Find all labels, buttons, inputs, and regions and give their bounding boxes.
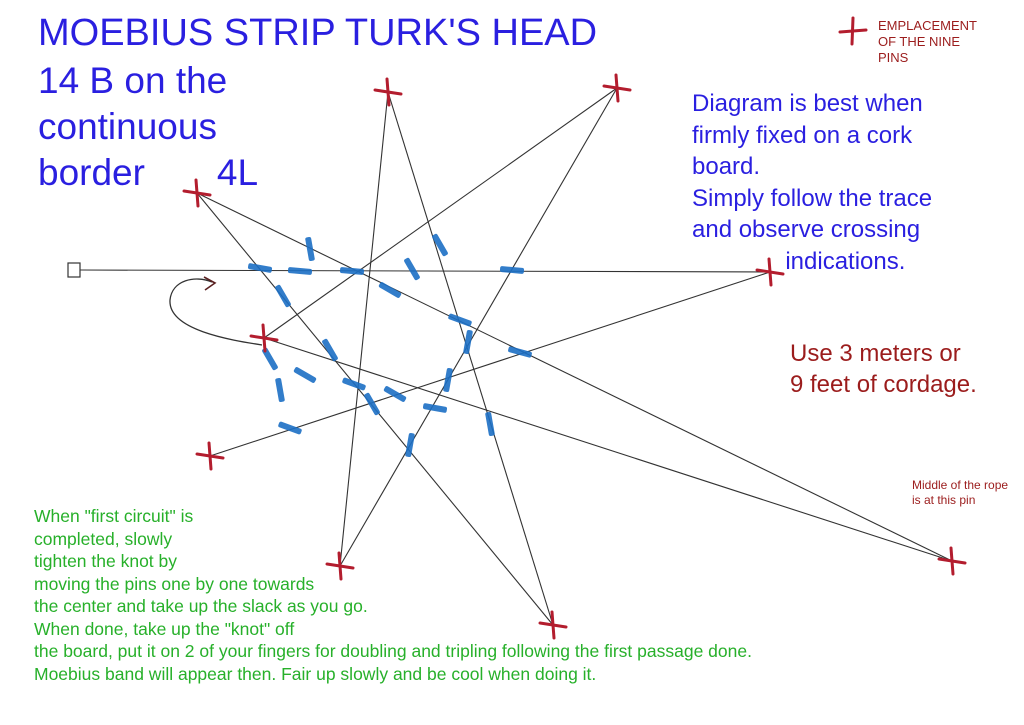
rope-trace xyxy=(79,87,953,626)
instructions-line: indications. xyxy=(692,247,906,275)
rope-segment xyxy=(339,87,618,567)
crossing-mark xyxy=(404,257,420,281)
crossing-mark xyxy=(485,411,495,437)
step-line: When "first circuit" is xyxy=(34,506,194,526)
crossing-mark xyxy=(432,233,448,257)
crossing-mark xyxy=(247,263,273,273)
middle-note-line: is at this pin xyxy=(912,493,976,507)
step-line: When done, take up the "knot" off xyxy=(34,618,295,639)
middle-of-rope-note: Middle of the rope is at this pin xyxy=(912,478,1008,508)
step-line: Moebius band will appear then. Fair up s… xyxy=(34,663,597,684)
step-line: the board, put it on 2 of your fingers f… xyxy=(34,641,752,661)
rope-segment xyxy=(263,87,618,339)
crossing-mark xyxy=(499,266,525,274)
crossing-mark xyxy=(448,313,472,327)
pin-cross-icon xyxy=(602,73,632,103)
crossing-marks xyxy=(247,233,532,458)
rope-segment xyxy=(209,271,771,457)
instructions-line: Simply follow the trace xyxy=(692,184,933,212)
subtitle-line: 14 B on the xyxy=(38,60,228,101)
return-arrow xyxy=(169,278,263,346)
pin-cross-icon xyxy=(325,551,355,581)
knot-subtitle: 14 B on the continuous border 4L xyxy=(38,58,258,196)
instructions-note: Diagram is best when firmly fixed on a c… xyxy=(692,88,932,277)
crossing-mark xyxy=(293,367,317,383)
crossing-mark xyxy=(463,329,473,355)
crossing-mark xyxy=(508,346,532,358)
subtitle-line: border 4L xyxy=(38,152,259,193)
arrow-head-icon xyxy=(203,276,217,291)
legend-label: EMPLACEMENT OF THE NINE PINS xyxy=(878,18,977,66)
tightening-steps: When "first circuit" is completed, slowl… xyxy=(34,505,752,685)
crossing-mark xyxy=(378,282,402,298)
crossing-mark xyxy=(405,432,415,458)
rope-segment xyxy=(79,269,771,273)
cordage-line: 9 feet of cordage. xyxy=(790,371,977,398)
middle-note-line: Middle of the rope xyxy=(912,478,1009,492)
crossing-mark xyxy=(443,367,453,393)
crossing-mark xyxy=(275,284,291,308)
instructions-line: firmly fixed on a cork xyxy=(692,121,913,149)
crossing-mark xyxy=(275,377,285,403)
crossing-mark xyxy=(287,267,313,275)
crossing-mark xyxy=(339,267,365,275)
rope-start-square xyxy=(67,262,81,278)
cordage-note: Use 3 meters or 9 feet of cordage. xyxy=(790,338,977,400)
pin-cross-icon xyxy=(838,16,868,46)
crossing-mark xyxy=(383,386,407,402)
step-line: completed, slowly xyxy=(34,528,173,549)
pins xyxy=(182,73,967,640)
instructions-line: Diagram is best when xyxy=(692,90,923,117)
pin-cross-icon xyxy=(373,77,403,107)
crossing-mark xyxy=(342,377,366,391)
rope-segment xyxy=(339,91,389,567)
instructions-line: and observe crossing xyxy=(692,216,921,243)
step-line: moving the pins one by one towards xyxy=(34,573,315,594)
crossing-mark xyxy=(262,347,278,371)
rope-segment xyxy=(263,337,953,562)
legend-line: PINS xyxy=(878,50,909,65)
legend-line: EMPLACEMENT xyxy=(878,18,977,33)
pin-cross-icon xyxy=(249,323,279,353)
diagram-title: MOEBIUS STRIP TURK'S HEAD xyxy=(38,12,598,54)
pin-cross-icon xyxy=(538,610,568,640)
crossing-mark xyxy=(422,403,448,413)
subtitle-line: continuous xyxy=(38,106,217,147)
pin-cross-icon xyxy=(755,257,785,287)
pin-cross-icon xyxy=(195,441,225,471)
cordage-line: Use 3 meters or xyxy=(790,340,961,367)
crossing-mark xyxy=(322,338,338,362)
legend-line: OF THE NINE xyxy=(878,34,961,49)
crossing-mark xyxy=(305,236,315,262)
crossing-mark xyxy=(364,392,380,416)
crossing-mark xyxy=(278,421,302,435)
pin-cross-icon xyxy=(937,546,967,576)
pin-cross-icon xyxy=(182,178,212,208)
instructions-line: board. xyxy=(692,153,761,180)
step-line: the center and take up the slack as you … xyxy=(34,596,368,616)
rope-segment xyxy=(196,192,953,562)
rope-segment xyxy=(387,91,554,626)
step-line: tighten the knot by xyxy=(34,551,178,571)
